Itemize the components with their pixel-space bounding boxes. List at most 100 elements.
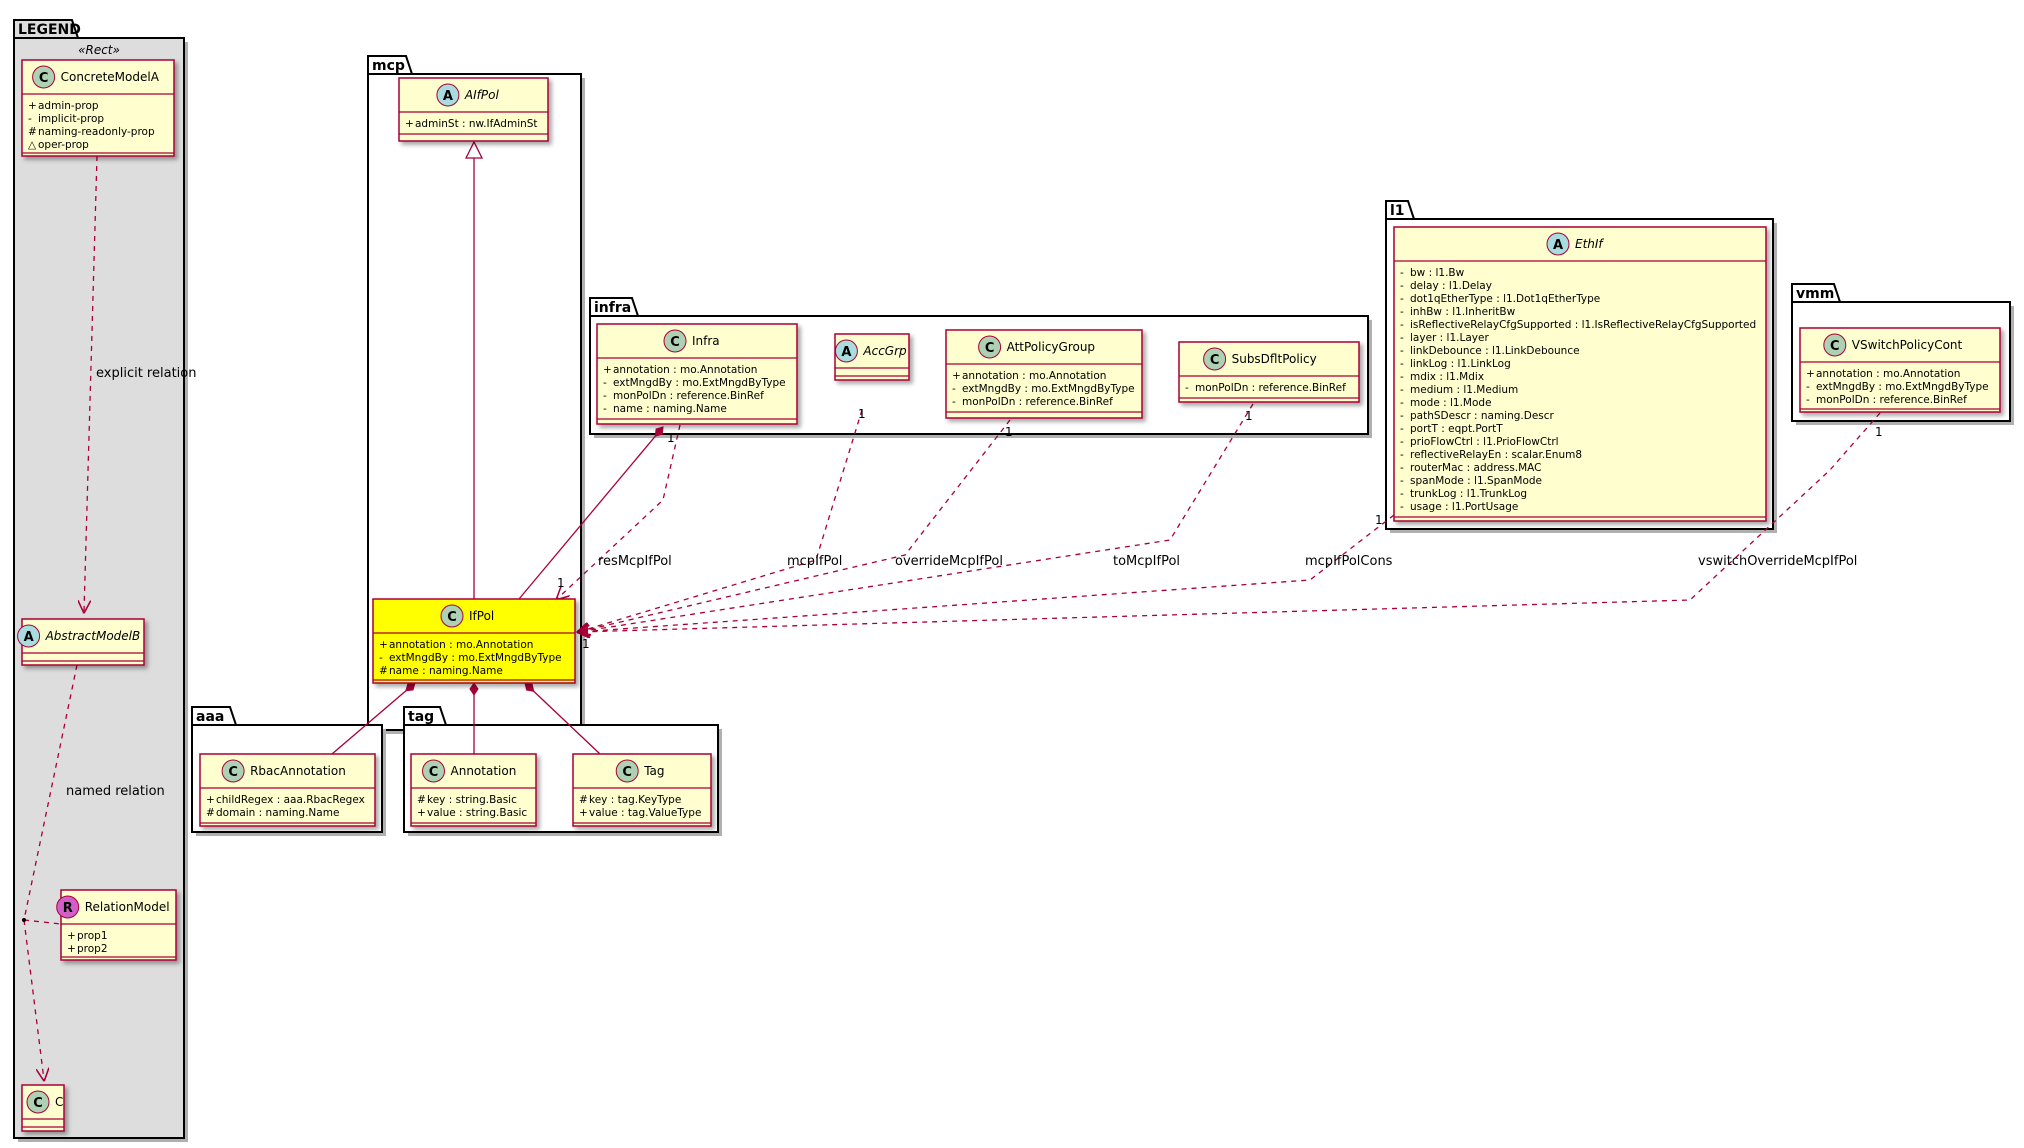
attribute: admin-prop [38, 100, 99, 112]
attribute-visibility: # [417, 794, 426, 806]
attribute: name : naming.Name [389, 665, 503, 677]
package-name-infra: infra [594, 300, 631, 316]
multiplicity-acc-grp: 1 [858, 407, 866, 421]
attribute-visibility: - [1400, 410, 1404, 422]
attribute-visibility: - [1400, 436, 1404, 448]
attribute-visibility: - [1400, 306, 1404, 318]
class-name: VSwitchPolicyCont [1852, 338, 1963, 352]
multiplicity-vswitch-policy-cont: 1 [1875, 425, 1883, 439]
attribute-visibility: # [379, 665, 388, 677]
abstract-class-icon: A [17, 624, 41, 648]
tag-composition-diamond [524, 682, 535, 692]
attribute-visibility: - [1400, 280, 1404, 292]
attribute-visibility: - [1400, 462, 1404, 474]
attribute: linkDebounce : l1.LinkDebounce [1410, 345, 1580, 357]
attribute-visibility: + [206, 794, 215, 806]
multiplicity-if-pol-res: 1 [557, 576, 565, 590]
mcp-if-pol-cons-label: mcpIfPolCons [1305, 554, 1393, 569]
named-relation-edge-a [23, 664, 78, 921]
attribute: medium : l1.Medium [1410, 384, 1518, 396]
relation-node [22, 918, 26, 922]
class-name: RelationModel [85, 900, 170, 914]
attribute-visibility: - [1400, 488, 1404, 500]
class-icon: C [1823, 333, 1847, 357]
attribute: prioFlowCtrl : l1.PrioFlowCtrl [1410, 436, 1559, 448]
class-name: EthIf [1575, 237, 1604, 251]
attribute: portT : eqpt.PortT [1410, 423, 1503, 435]
attribute-visibility: - [603, 390, 607, 402]
abstract-class-icon: A [1546, 232, 1570, 256]
class-name: Tag [643, 764, 664, 778]
attribute-visibility: - [603, 403, 607, 415]
attribute-visibility: - [1806, 394, 1810, 406]
attribute: linkLog : l1.LinkLog [1410, 358, 1511, 370]
attribute: domain : naming.Name [216, 807, 339, 819]
explicit-relation-label: explicit relation [96, 366, 196, 381]
attribute: routerMac : address.MAC [1410, 462, 1542, 474]
class-name: RbacAnnotation [250, 764, 346, 778]
attribute: mode : l1.Mode [1410, 397, 1492, 409]
class-icon: C [221, 759, 245, 783]
attribute-visibility: + [379, 639, 388, 651]
attribute-visibility: - [1400, 384, 1404, 396]
package-legend: LEGEND [13, 19, 188, 1142]
attribute: oper-prop [38, 139, 89, 151]
abstract-class-icon: A [834, 339, 858, 363]
attribute-visibility: + [67, 930, 76, 942]
attribute: mdix : l1.Mdix [1410, 371, 1484, 383]
attribute: naming-readonly-prop [38, 126, 155, 138]
class-icon: C [32, 65, 56, 89]
package-name-l1: l1 [1390, 203, 1405, 219]
attribute: isReflectiveRelayCfgSupported : l1.IsRef… [1410, 319, 1756, 331]
class-name: SubsDfltPolicy [1232, 352, 1317, 366]
attribute-visibility: # [579, 794, 588, 806]
attribute: name : naming.Name [613, 403, 727, 415]
abstract-class-icon: A [436, 83, 460, 107]
svg-text:C: C [985, 341, 995, 356]
attribute: dot1qEtherType : l1.Dot1qEtherType [1410, 293, 1600, 305]
svg-text:C: C [1210, 353, 1220, 368]
explicit-relation-edge [84, 155, 98, 612]
class-name: C [55, 1095, 63, 1109]
attribute: monPolDn : reference.BinRef [613, 390, 764, 402]
attribute-visibility: - [1400, 501, 1404, 513]
attribute: spanMode : l1.SpanMode [1410, 475, 1542, 487]
attribute-visibility: - [952, 396, 956, 408]
class-icon: C [1203, 347, 1227, 371]
attribute: annotation : mo.Annotation [1816, 368, 1960, 380]
override-mcp-if-pol-edge [578, 419, 1011, 632]
attribute-visibility: - [28, 113, 32, 125]
attribute: monPolDn : reference.BinRef [1195, 382, 1346, 394]
relation-model-link [23, 919, 62, 925]
attribute-visibility: + [579, 807, 588, 819]
attribute: prop2 [77, 943, 108, 955]
generalization-arrowhead [464, 140, 484, 159]
attribute: extMngdBy : mo.ExtMngdByType [1816, 381, 1989, 393]
attribute-visibility: - [1400, 449, 1404, 461]
attribute-visibility: # [206, 807, 215, 819]
package-name-vmm: vmm [1796, 286, 1834, 302]
annotation-composition-diamond [469, 682, 479, 696]
package-name-tag: tag [408, 709, 434, 725]
named-relation-label: named relation [66, 784, 165, 799]
attribute-visibility: - [1400, 475, 1404, 487]
attribute-visibility: - [1400, 319, 1404, 331]
attribute-visibility: - [1806, 381, 1810, 393]
attribute: implicit-prop [38, 113, 104, 125]
attribute-visibility: - [1400, 358, 1404, 370]
